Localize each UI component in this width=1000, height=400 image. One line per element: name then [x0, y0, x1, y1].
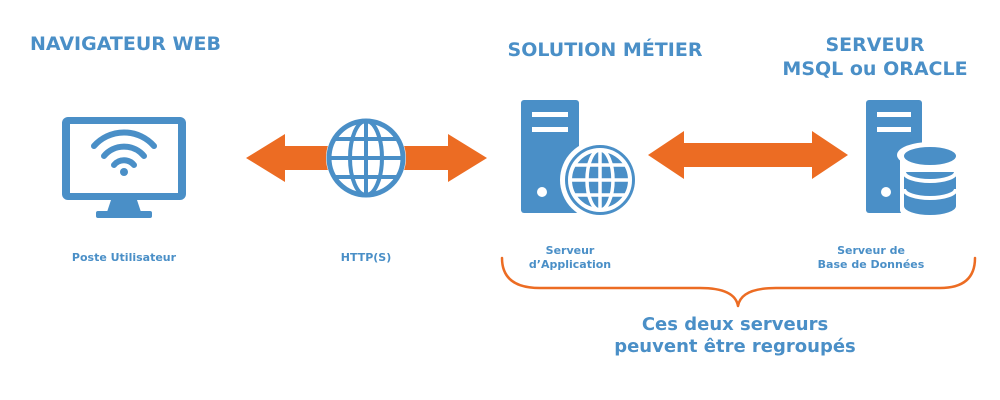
header-db-server: SERVEUR MSQL ou ORACLE [760, 33, 990, 81]
grouping-note: Ces deux serveurs peuvent être regroupés [590, 314, 880, 358]
header-db-server-line1: SERVEUR [825, 34, 925, 56]
monitor-wifi-icon [62, 117, 186, 218]
globe-icon [326, 118, 406, 198]
header-db-server-line2: MSQL ou ORACLE [782, 58, 968, 80]
label-app-server-line2: d’Application [528, 258, 612, 271]
label-user-station: Poste Utilisateur [71, 251, 177, 264]
grouping-note-line2: peuvent être regroupés [614, 336, 856, 357]
header-business-solution: SOLUTION MÉTIER [507, 39, 703, 61]
server-database-icon [866, 100, 963, 221]
label-db-server-line2: Base de Données [817, 258, 925, 271]
curly-brace [500, 256, 977, 308]
app-db-double-arrow-icon [648, 131, 848, 179]
header-browser: NAVIGATEUR WEB [30, 33, 221, 55]
label-protocol: HTTP(S) [340, 251, 392, 264]
label-app-server: Serveur d’Application [500, 244, 640, 272]
grouping-note-line1: Ces deux serveurs [641, 314, 829, 335]
server-globe-icon [521, 100, 640, 220]
label-db-server-line1: Serveur de [837, 244, 905, 257]
label-app-server-line1: Serveur [545, 244, 595, 257]
label-db-server: Serveur de Base de Données [796, 244, 946, 272]
